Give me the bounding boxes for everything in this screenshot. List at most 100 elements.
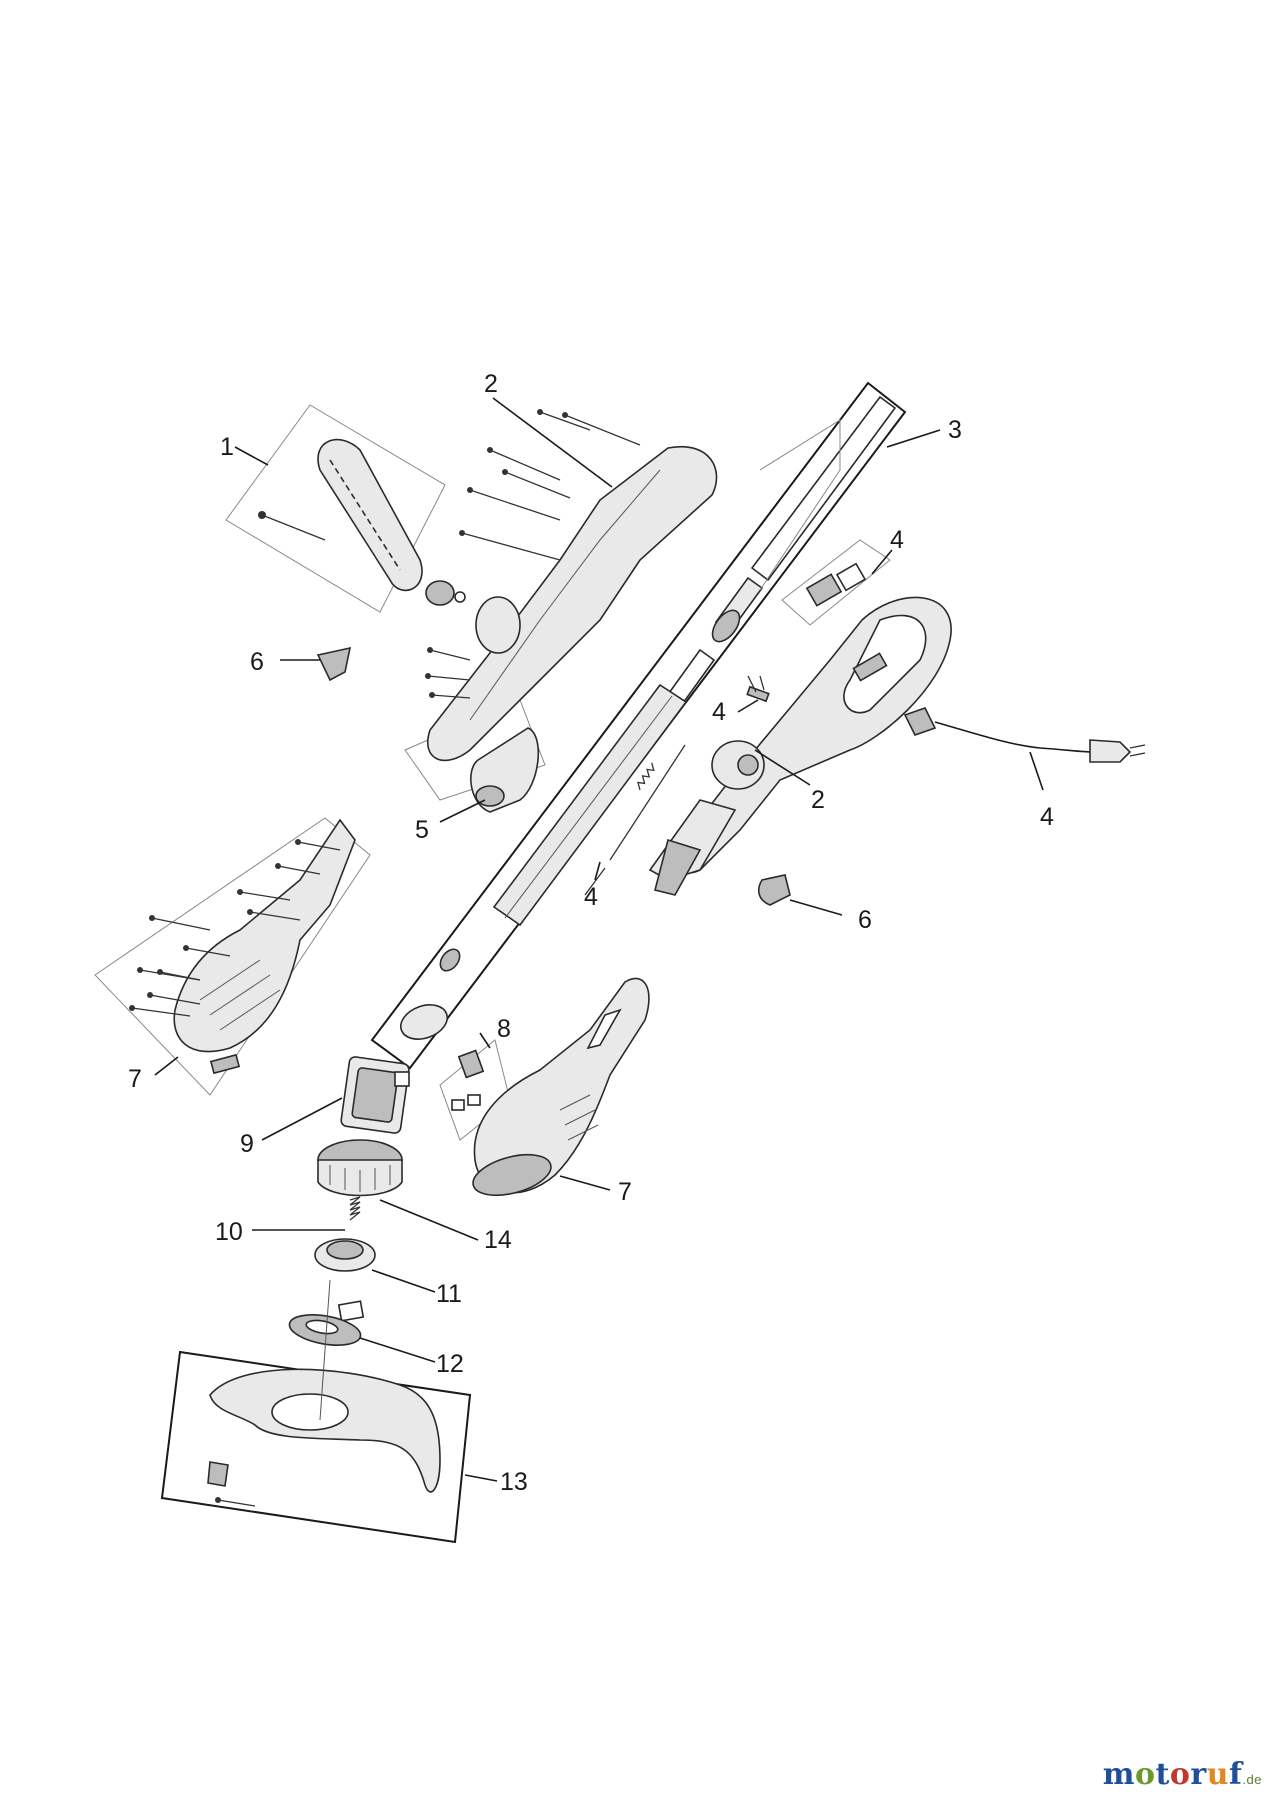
logo-letter-m: m bbox=[1102, 1757, 1135, 1792]
shaft-box bbox=[370, 381, 907, 1070]
assist-handle-grip bbox=[329, 459, 401, 571]
label-part-1: 1 bbox=[220, 433, 234, 461]
leader-lines bbox=[154, 397, 1044, 1482]
logo-letter-o1: o bbox=[1135, 1757, 1156, 1792]
logo-suffix: .de bbox=[1242, 1772, 1262, 1787]
leader-13 bbox=[464, 1474, 498, 1482]
shaft-upper-tube bbox=[750, 395, 897, 582]
leader-11 bbox=[371, 1269, 436, 1293]
label-part-8: 8 bbox=[497, 1015, 511, 1043]
label-part-4-spring: 4 bbox=[584, 883, 598, 911]
leader-4a bbox=[871, 549, 893, 575]
motor-housing-left-tab bbox=[209, 1053, 241, 1075]
spool-line-cap bbox=[337, 1300, 365, 1322]
shaft-seam bbox=[504, 695, 673, 919]
upper-housing-pivot bbox=[475, 596, 521, 654]
switch-box bbox=[781, 539, 891, 626]
leader-4b bbox=[737, 699, 759, 713]
power-cable bbox=[934, 721, 1096, 753]
motor-housing-left-ribs bbox=[199, 959, 281, 1031]
main-handle-tip bbox=[654, 838, 702, 896]
motor-housing-right-vents bbox=[559, 1094, 599, 1141]
handle-knob bbox=[425, 580, 455, 606]
leader-14 bbox=[379, 1199, 479, 1241]
shaft-dashed-box bbox=[759, 419, 841, 591]
motor-base-group bbox=[317, 1139, 403, 1197]
spring-wire bbox=[584, 867, 606, 896]
leader-2a bbox=[492, 397, 613, 488]
clip-left bbox=[316, 646, 352, 682]
logo-letter-t: t bbox=[1155, 1757, 1170, 1792]
main-handle-pivot-hub bbox=[737, 754, 759, 776]
clip-right bbox=[757, 874, 791, 906]
leader-5 bbox=[439, 799, 486, 823]
brush-b bbox=[451, 1099, 465, 1111]
label-part-4-clamp: 4 bbox=[712, 698, 726, 726]
label-part-2-upper: 2 bbox=[484, 370, 498, 398]
logo-letter-u: u bbox=[1206, 1757, 1230, 1792]
main-handle-trigger bbox=[852, 652, 888, 682]
leader-4c bbox=[1029, 751, 1044, 791]
spring-rod bbox=[609, 744, 686, 861]
handle-bolt bbox=[261, 514, 326, 541]
switch-part-b bbox=[835, 562, 867, 592]
leader-7b bbox=[559, 1175, 611, 1191]
motoruf-logo: motoruf.de bbox=[1103, 1757, 1262, 1792]
motor-housing-left-box bbox=[94, 817, 371, 1096]
leader-8 bbox=[479, 1032, 491, 1049]
main-handle-group bbox=[648, 539, 952, 896]
guard bbox=[209, 1368, 441, 1493]
mains-plug bbox=[1089, 739, 1132, 763]
upper-housing-screws bbox=[425, 409, 641, 699]
shaft-nut bbox=[439, 948, 461, 972]
spool-hub bbox=[326, 1240, 364, 1260]
assist-handle-box bbox=[225, 404, 446, 613]
spring-coil bbox=[637, 762, 655, 791]
handle-bolt-head bbox=[258, 511, 266, 519]
assist-handle bbox=[317, 438, 423, 592]
upper-housing-ribs bbox=[469, 469, 661, 721]
leader-2b bbox=[754, 749, 811, 786]
spool-group bbox=[314, 1238, 376, 1322]
assist-handle-group bbox=[225, 404, 466, 613]
guard-blade bbox=[207, 1461, 229, 1487]
spool-cover-center bbox=[305, 1319, 339, 1335]
brush-c bbox=[467, 1094, 481, 1106]
label-part-3: 3 bbox=[948, 416, 962, 444]
shaft-assembly bbox=[370, 381, 907, 1070]
leader-12 bbox=[359, 1337, 436, 1363]
leader-3 bbox=[886, 429, 941, 448]
leader-4d bbox=[594, 861, 601, 881]
label-part-6-right: 6 bbox=[858, 906, 872, 934]
label-part-13: 13 bbox=[500, 1468, 528, 1496]
label-part-9: 9 bbox=[240, 1130, 254, 1158]
label-part-7-left: 7 bbox=[128, 1065, 142, 1093]
power-cable-group bbox=[903, 707, 1146, 763]
label-part-5: 5 bbox=[415, 816, 429, 844]
motor-winding bbox=[351, 1067, 399, 1123]
label-part-14: 14 bbox=[484, 1226, 512, 1254]
label-part-10: 10 bbox=[215, 1218, 243, 1246]
logo-letter-o2: o bbox=[1169, 1757, 1191, 1792]
guard-group bbox=[160, 1350, 472, 1544]
leader-7a bbox=[154, 1056, 179, 1076]
leader-6b bbox=[789, 899, 843, 916]
leader-9 bbox=[261, 1097, 343, 1141]
label-part-4-cable: 4 bbox=[1040, 803, 1054, 831]
motor-group bbox=[340, 1056, 410, 1134]
handle-washer bbox=[454, 591, 466, 603]
motor-base-fins bbox=[329, 1165, 391, 1192]
spool-spring bbox=[349, 1196, 361, 1221]
cable-clamp bbox=[746, 675, 770, 703]
label-part-11: 11 bbox=[436, 1280, 462, 1308]
leader-1 bbox=[234, 446, 269, 466]
motor-housing-right-grip bbox=[586, 1008, 622, 1050]
label-part-12: 12 bbox=[436, 1350, 464, 1378]
part-labels: 1 2 3 4 4 2 4 4 6 6 5 7 7 8 9 10 14 11 1… bbox=[128, 370, 1054, 1496]
mains-pin-a bbox=[1129, 744, 1146, 749]
collet-knob-group bbox=[470, 727, 540, 813]
motor-housing-left bbox=[173, 818, 356, 1053]
cable-plug-end bbox=[903, 707, 937, 736]
label-part-7-right: 7 bbox=[618, 1178, 632, 1206]
